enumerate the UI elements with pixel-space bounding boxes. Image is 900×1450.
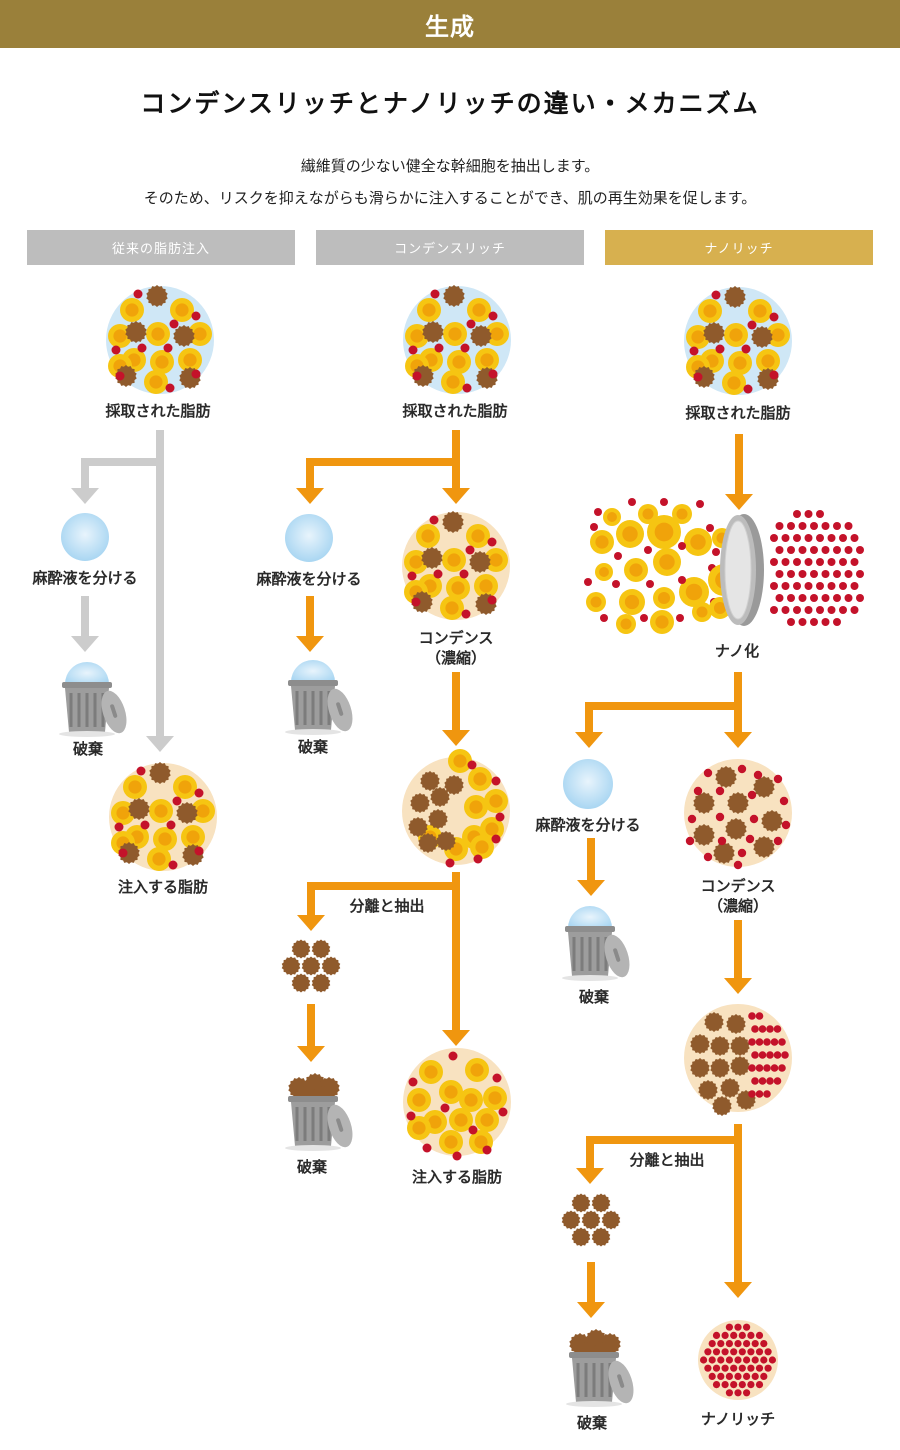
- col2-trash-can-fiber: [285, 1073, 353, 1151]
- col2-separated-dish: [402, 749, 510, 868]
- col2-label-separate-anesthetic: 麻酔液を分ける: [255, 570, 361, 588]
- section-header-bar: 生成: [0, 0, 900, 48]
- col3-trash-can-fiber: [566, 1329, 634, 1407]
- col3-label-discard-fiber: 破棄: [577, 1414, 608, 1432]
- col3-label-result: ナノリッチ: [701, 1410, 775, 1428]
- col2-injected-fat-dish: [403, 1048, 511, 1161]
- col3-arrow-to-discard: [577, 838, 605, 896]
- section-title: 生成: [425, 11, 475, 41]
- col3-nano-filter-illustration: [584, 498, 864, 634]
- intro-line-2: そのため、リスクを抑えながらも滑らかに注入することができ、肌の再生効果を促します…: [143, 189, 757, 207]
- col3-arrow-fiber-to-discard: [577, 1262, 605, 1318]
- col3-label-nano: ナノ化: [715, 642, 759, 660]
- col1-harvested-fat-dish: [106, 285, 214, 394]
- col1-anesthetic-sphere: [61, 513, 109, 561]
- col3-fiber-cluster: [561, 1193, 621, 1247]
- intro-text: 繊維質の少ない健全な幹細胞を抽出します。 そのため、リスクを抑えながらも滑らかに…: [0, 150, 900, 214]
- col1-injected-fat-dish: [109, 762, 217, 871]
- col2-arrow-to-separated: [442, 672, 470, 746]
- col3-label-condense: コンデンス: [701, 877, 776, 895]
- intro-line-1: 繊維質の少ない健全な幹細胞を抽出します。: [300, 157, 600, 175]
- col3-label-discard-anesthetic: 破棄: [579, 988, 610, 1006]
- col3-label-separation: 分離と抽出: [629, 1151, 704, 1169]
- col2-label-discard-anesthetic: 破棄: [298, 738, 329, 756]
- col2-label-harvested: 採取された脂肪: [402, 402, 507, 420]
- col3-label-condense-sub: （濃縮）: [708, 897, 768, 915]
- col3-trash-can-liquid: [562, 906, 630, 981]
- tab-condense-rich: コンデンスリッチ: [316, 230, 584, 265]
- col3-anesthetic-sphere: [563, 759, 613, 809]
- col1-arrow-to-discard: [71, 596, 99, 652]
- col2-separation-branch-arrow: [297, 872, 470, 1046]
- col3-harvested-fat-dish: [684, 286, 792, 395]
- col2-arrow-to-discard: [296, 596, 324, 652]
- col2-condensed-dish: [402, 511, 510, 620]
- col1-trash-can-liquid: [59, 662, 127, 737]
- col1-label-separate-anesthetic: 麻酔液を分ける: [31, 569, 137, 587]
- col3-arrow-to-nano: [725, 434, 753, 510]
- col2-label-separation: 分離と抽出: [349, 897, 424, 915]
- col1-label-injected-fat: 注入する脂肪: [118, 878, 208, 896]
- col2-label-discard-fiber: 破棄: [297, 1158, 328, 1176]
- page-title: コンデンスリッチとナノリッチの違い・メカニズム: [140, 89, 760, 118]
- col1-label-harvested: 採取された脂肪: [105, 402, 210, 420]
- col2-arrow-fiber-to-discard: [297, 1004, 325, 1062]
- col2-branch-arrow: [296, 430, 470, 504]
- col2-label-condense: コンデンス: [419, 629, 494, 647]
- col2-anesthetic-sphere: [285, 514, 333, 562]
- col2-trash-can-liquid: [285, 660, 353, 735]
- col1-label-discard: 破棄: [73, 740, 104, 758]
- col3-condensed-dish: [684, 759, 792, 870]
- col1-branch-arrow: [71, 430, 174, 752]
- tab-conventional-fat-injection: 従来の脂肪注入: [27, 230, 295, 265]
- col3-label-separate-anesthetic: 麻酔液を分ける: [534, 816, 640, 834]
- col3-label-harvested: 採取された脂肪: [685, 404, 790, 422]
- col3-branch-arrow: [575, 672, 752, 748]
- tab-nano-rich: ナノリッチ: [605, 230, 873, 265]
- col3-arrow-to-separated: [724, 920, 752, 994]
- col2-harvested-fat-dish: [403, 285, 511, 394]
- col3-nano-rich-dish: [698, 1320, 778, 1400]
- col2-fiber-cluster: [281, 939, 341, 993]
- col3-separation-branch-arrow: [576, 1124, 752, 1298]
- col2-label-condense-sub: （濃縮）: [426, 649, 486, 667]
- col3-separated-dish: [684, 1004, 792, 1116]
- col2-label-injected-fat: 注入する脂肪: [412, 1168, 502, 1186]
